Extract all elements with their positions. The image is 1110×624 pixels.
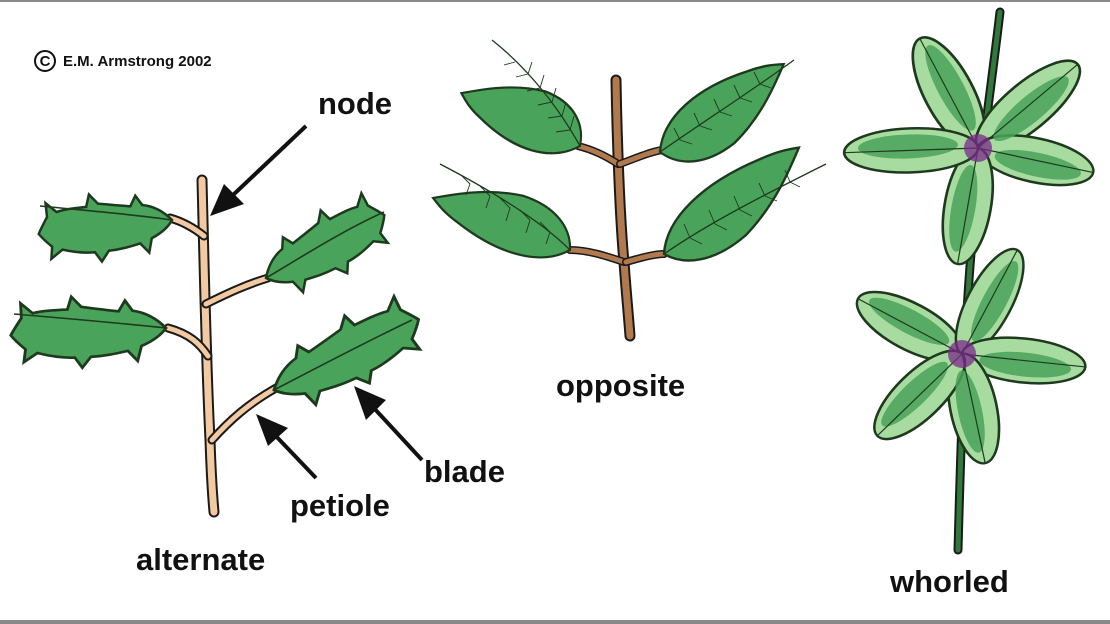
whorled-label: whorled <box>890 564 1009 599</box>
opposite-leaf-3 <box>426 154 584 282</box>
whorled-lower-whorl <box>845 238 1089 470</box>
frame-top-border <box>0 0 1110 2</box>
alternate-leaf-1 <box>33 184 177 270</box>
petiole-label: petiole <box>290 488 390 523</box>
alternate-leaf-2 <box>248 183 402 310</box>
alternate-label: alternate <box>136 542 266 577</box>
alternate-specimen <box>7 174 436 518</box>
whorled-upper-whorl <box>842 25 1100 270</box>
whorled-specimen <box>842 7 1100 555</box>
copyright-notice: C E.M. Armstrong 2002 <box>34 50 212 72</box>
node-arrow-icon <box>210 124 308 216</box>
node-label: node <box>318 86 393 121</box>
opposite-specimen <box>426 39 827 342</box>
frame-bottom-border <box>0 620 1110 624</box>
copyright-icon: C <box>34 50 56 72</box>
opposite-label: opposite <box>556 368 686 403</box>
alternate-leaf-4 <box>256 285 436 424</box>
alternate-leaf-3 <box>7 290 170 373</box>
blade-label: blade <box>424 454 505 489</box>
blade-arrow-icon <box>354 386 424 462</box>
petiole-arrow-icon <box>256 414 318 480</box>
copyright-text: E.M. Armstrong 2002 <box>63 52 212 70</box>
